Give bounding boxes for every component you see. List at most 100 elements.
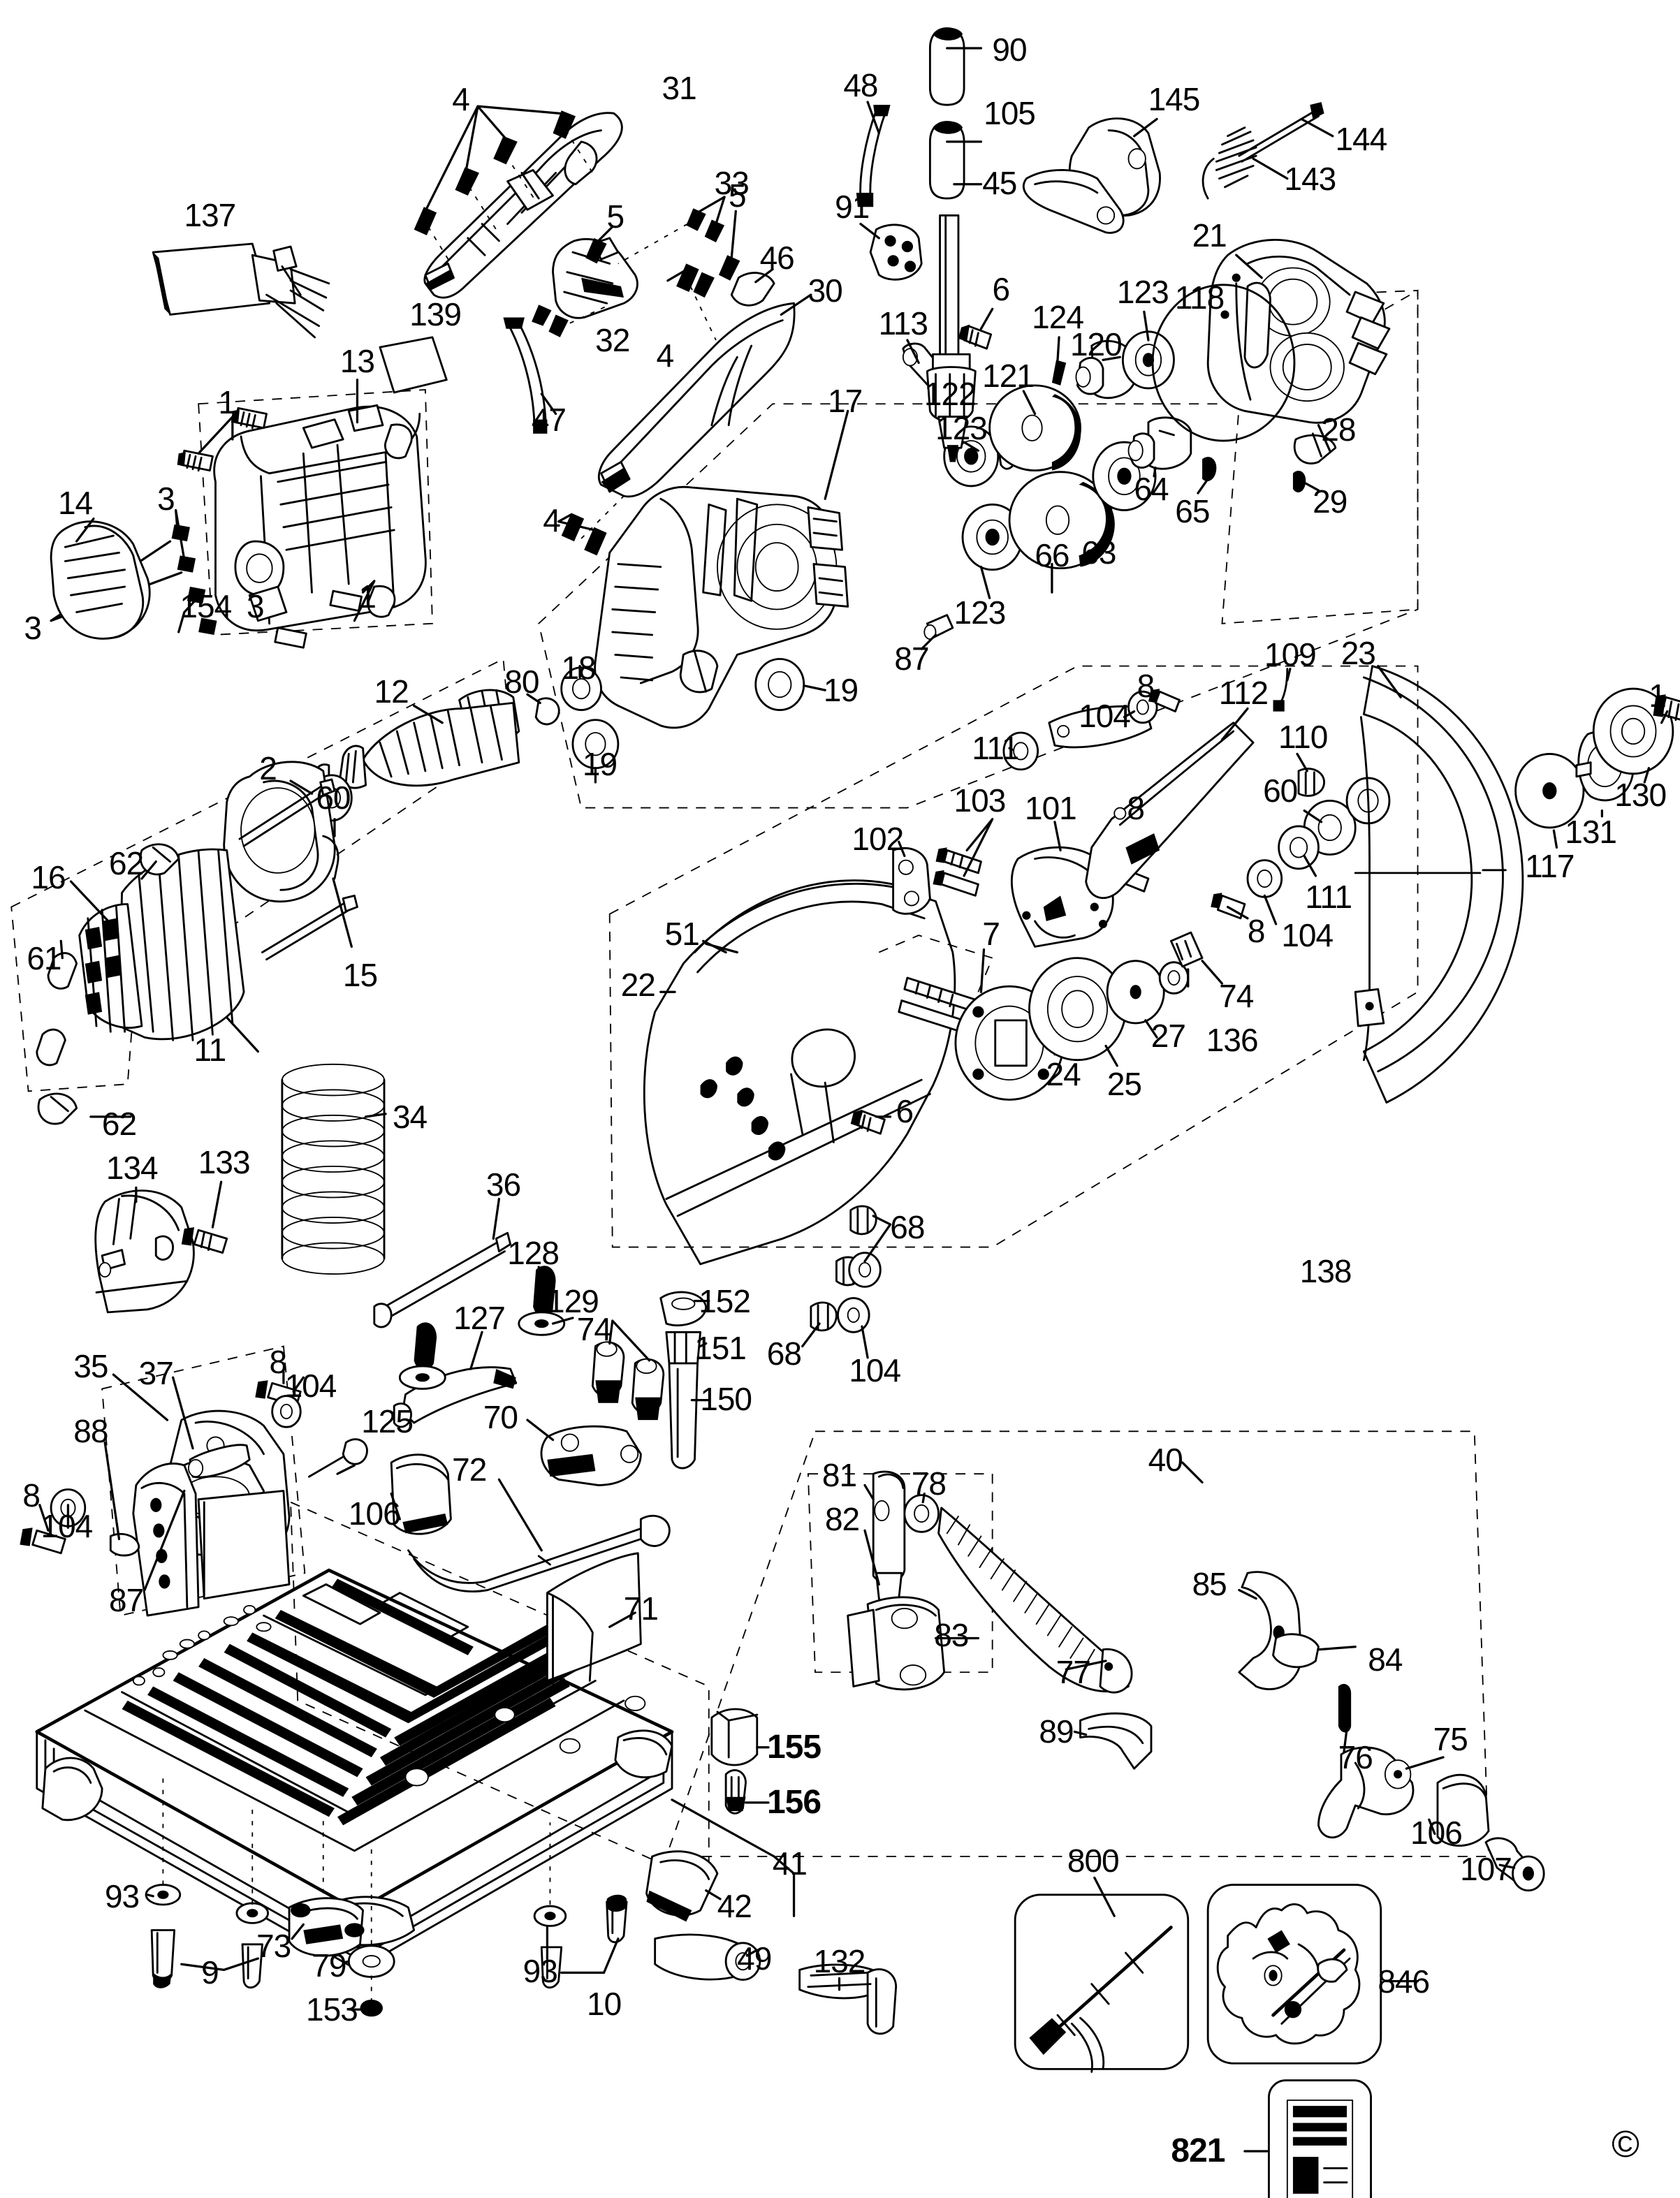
part-callout-68: 68 (766, 1335, 802, 1372)
part-125-pin (308, 1438, 368, 1478)
part-93-10-right (533, 1822, 628, 1989)
part-79-153-washer (342, 1842, 395, 2017)
part-111-104-8-upper (1002, 689, 1181, 771)
part-128-129-pins (398, 1266, 574, 1390)
part-8-104-bracket-screws (255, 1370, 305, 1428)
part-51-guard-ring (694, 879, 895, 954)
part-callout-120: 120 (1069, 326, 1123, 363)
part-callout-122: 122 (923, 376, 977, 413)
part-callout-74: 74 (576, 1311, 612, 1348)
part-46-lever (730, 268, 775, 307)
part-callout-155: 155 (766, 1728, 821, 1766)
part-72-handle-rod (407, 1478, 671, 1593)
part-callout-104: 104 (284, 1368, 337, 1405)
part-callout-105: 105 (984, 95, 1036, 132)
part-1-screws-housing (177, 406, 376, 649)
part-callout-125: 125 (361, 1403, 414, 1440)
part-callout-3: 3 (247, 588, 265, 625)
part-139-nameplate (379, 336, 448, 394)
part-callout-90: 90 (992, 31, 1027, 68)
part-12-armature (314, 689, 520, 790)
group-boundary-motor-housing (198, 389, 433, 636)
part-callout-33: 33 (714, 164, 750, 201)
part-callout-821: 821 (1171, 2132, 1225, 2170)
group-boundary-armature-field (10, 658, 511, 1092)
part-29-pin (1292, 470, 1320, 492)
part-23-blade (1354, 665, 1524, 1104)
part-75-vise-handle (1317, 1746, 1445, 1839)
part-callout-137: 137 (184, 197, 236, 234)
part-callout-46: 46 (759, 240, 795, 277)
part-callout-60: 60 (1263, 772, 1298, 809)
part-callout-9: 9 (201, 1954, 219, 1991)
part-5-screws (585, 210, 740, 298)
part-800-box (1014, 1876, 1190, 2073)
part-60-111-washers (1211, 777, 1391, 925)
part-callout-62: 62 (109, 844, 144, 881)
part-87-pins (920, 614, 954, 650)
part-callout-153: 153 (306, 1991, 358, 2028)
part-14-end-cap (50, 517, 151, 640)
part-callout-151: 151 (694, 1329, 747, 1366)
part-callout-121: 121 (982, 357, 1035, 394)
part-callout-2: 2 (259, 749, 277, 786)
part-33-screws (532, 196, 726, 337)
part-4-screws-lower (557, 263, 717, 556)
part-callout-24: 24 (1046, 1055, 1081, 1092)
part-callout-18: 18 (561, 649, 596, 686)
part-callout-1: 1 (358, 578, 377, 615)
part-callout-156: 156 (766, 1783, 821, 1821)
part-callout-131: 131 (1565, 814, 1617, 851)
part-41-leader (671, 1798, 796, 1917)
part-callout-31: 31 (662, 69, 697, 106)
part-callout-128: 128 (507, 1234, 560, 1271)
part-callout-152: 152 (699, 1282, 751, 1319)
part-24-inner-flange (954, 985, 1067, 1101)
part-134-guard-cover (94, 1186, 195, 1314)
part-callout-63: 63 (1081, 534, 1116, 571)
part-callout-32: 32 (595, 321, 630, 358)
part-callout-81: 81 (821, 1457, 857, 1494)
part-callout-21: 21 (1192, 217, 1227, 254)
part-84-pin (1272, 1633, 1357, 1669)
part-112-arm (1085, 707, 1255, 899)
part-87-marker-left (143, 1489, 186, 1592)
part-callout-19: 19 (823, 672, 859, 709)
part-25-outer-flange (1028, 957, 1127, 1067)
part-124-pin (1051, 336, 1067, 386)
part-3-screws (50, 508, 217, 635)
part-callout-103: 103 (954, 782, 1007, 819)
part-8-104-left (20, 1488, 87, 1555)
part-callout-10: 10 (586, 1986, 622, 2023)
part-callout-4: 4 (543, 501, 561, 538)
part-144-rod (1238, 102, 1334, 163)
part-callout-74: 74 (1219, 978, 1254, 1015)
part-callout-106: 106 (348, 1495, 401, 1532)
part-21-gearcase-cover (1206, 238, 1391, 424)
part-callout-76: 76 (1338, 1738, 1373, 1775)
part-83-bracket (847, 1596, 980, 1691)
part-36-rod (373, 1197, 512, 1328)
part-65-key (1197, 457, 1217, 494)
part-callout-106: 106 (1410, 1814, 1463, 1851)
part-callout-30: 30 (808, 272, 843, 309)
part-callout-65: 65 (1175, 493, 1210, 530)
part-callout-5: 5 (606, 198, 625, 235)
part-callout-144: 144 (1335, 120, 1387, 157)
part-callout-111: 111 (972, 730, 1019, 767)
part-107-screw (1484, 1837, 1545, 1892)
part-123-bearing-b (1121, 310, 1175, 390)
part-callout-93: 93 (104, 1877, 140, 1914)
part-78-washer (903, 1492, 940, 1533)
part-callout-36: 36 (485, 1166, 521, 1203)
part-callout-16: 16 (31, 858, 66, 895)
copyright-symbol: © (1612, 2123, 1639, 2165)
group-boundary-guard (608, 665, 1419, 1248)
part-30-handle-lower (597, 293, 812, 498)
part-109-pin (1273, 668, 1292, 712)
part-callout-8: 8 (1127, 789, 1145, 826)
part-callout-127: 127 (453, 1299, 506, 1336)
part-1-blade-bolt (1653, 694, 1680, 724)
part-callout-8: 8 (1247, 913, 1266, 950)
